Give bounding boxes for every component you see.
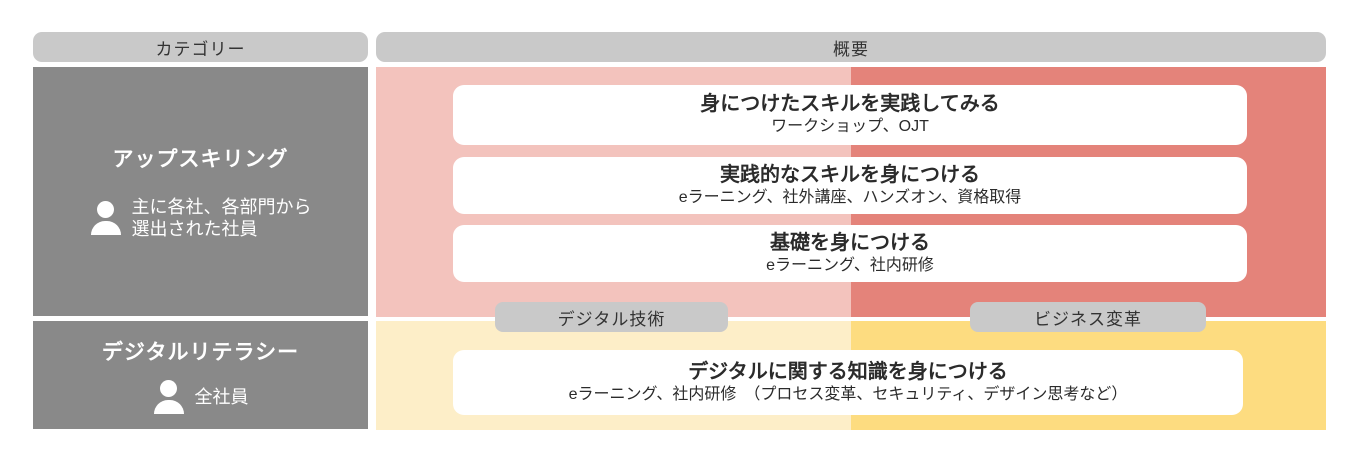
- step-title: 実践的なスキルを身につける: [720, 163, 980, 186]
- person-icon: [90, 201, 122, 235]
- category-header-label: カテゴリー: [155, 39, 246, 59]
- upskilling-audience: 主に各社、各部門から 選出された社員: [90, 196, 312, 241]
- step-box-basics: 基礎を身につける eラーニング、社内研修: [453, 225, 1247, 282]
- step-methods: ワークショップ、OJT: [771, 118, 929, 136]
- step-box-digital-knowledge: デジタルに関する知識を身につける eラーニング、社内研修 （プロセス変革、セキュ…: [453, 350, 1243, 415]
- upskilling-audience-label: 主に各社、各部門から 選出された社員: [131, 196, 312, 240]
- track-label-digital-technology: デジタル技術: [495, 302, 728, 332]
- digital-track-label: デジタル技術: [557, 309, 666, 329]
- region-separator: [376, 317, 1326, 321]
- business-track-label: ビジネス変革: [1034, 309, 1142, 329]
- category-column-header: カテゴリー: [33, 32, 368, 62]
- category-box-upskilling: アップスキリング 主に各社、各部門から 選出された社員: [33, 67, 368, 316]
- step-title: 身につけたスキルを実践してみる: [700, 93, 1000, 116]
- category-box-literacy: デジタルリテラシー 全社員: [33, 321, 368, 429]
- literacy-audience-label: 全社員: [194, 386, 249, 407]
- step-box-practical-skills: 実践的なスキルを身につける eラーニング、社外講座、ハンズオン、資格取得: [453, 157, 1247, 214]
- track-label-business-transformation: ビジネス変革: [970, 302, 1206, 332]
- upskilling-category-title: アップスキリング: [112, 147, 289, 171]
- step-methods: eラーニング、社外講座、ハンズオン、資格取得: [678, 188, 1022, 206]
- literacy-category-title: デジタルリテラシー: [101, 341, 300, 364]
- overview-column-header: 概要: [376, 32, 1326, 62]
- person-icon: [153, 380, 185, 414]
- step-methods: eラーニング、社内研修: [766, 256, 934, 274]
- step-methods: eラーニング、社内研修 （プロセス変革、セキュリティ、デザイン思考など）: [568, 385, 1128, 403]
- step-title: デジタルに関する知識を身につける: [688, 360, 1008, 383]
- overview-header-label: 概要: [833, 39, 869, 59]
- upskilling-overview-region: 身につけたスキルを実践してみる ワークショップ、OJT 実践的なスキルを身につけ…: [376, 67, 1326, 317]
- literacy-audience: 全社員: [153, 380, 249, 414]
- literacy-overview-region: デジタルに関する知識を身につける eラーニング、社内研修 （プロセス変革、セキュ…: [376, 321, 1326, 430]
- step-box-practice-skills: 身につけたスキルを実践してみる ワークショップ、OJT: [453, 85, 1247, 145]
- step-title: 基礎を身につける: [770, 231, 930, 254]
